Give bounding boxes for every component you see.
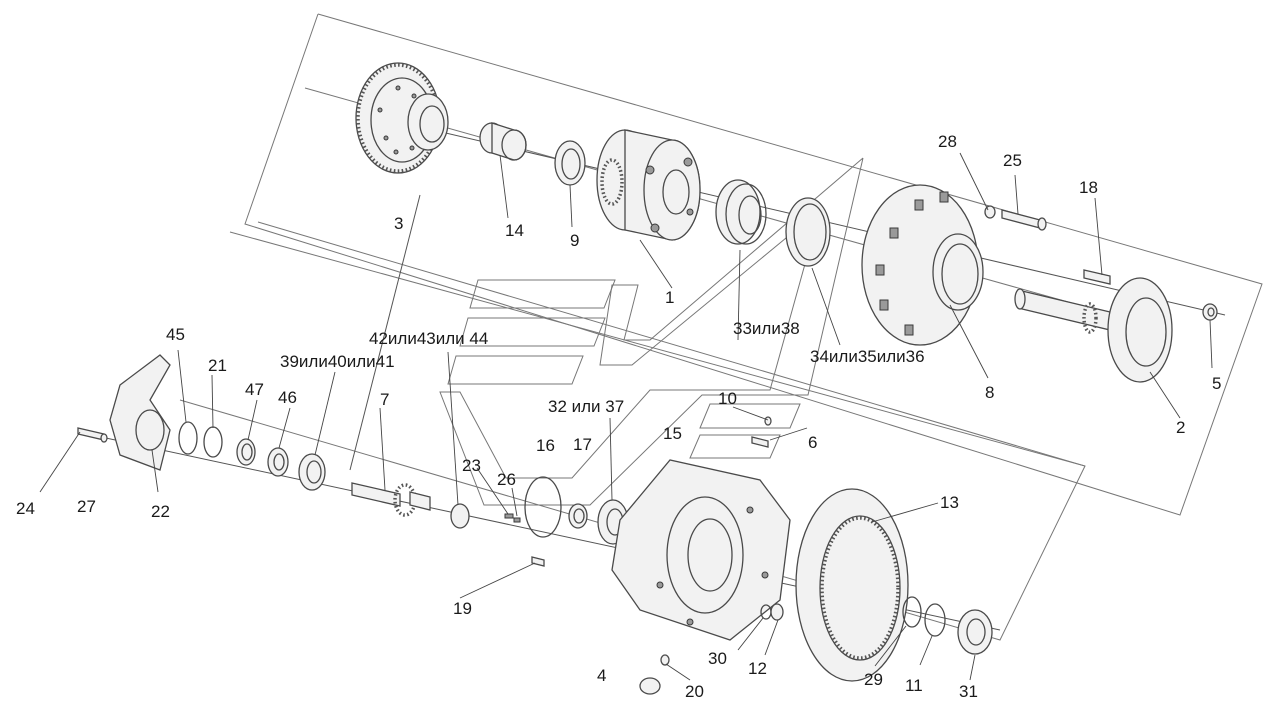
part-17-ring xyxy=(568,503,588,529)
callout-13: 13 xyxy=(940,493,959,512)
part-29-ring xyxy=(902,596,922,628)
callout-4: 4 xyxy=(597,666,606,685)
part-42-44-bearing xyxy=(450,503,470,529)
part-19-pin xyxy=(531,556,545,567)
callout-24: 24 xyxy=(16,499,35,518)
part-8-hub-flange xyxy=(861,184,984,346)
part-6-bolt xyxy=(751,436,769,448)
part-11-ring xyxy=(924,603,946,637)
part-39-41-bearing xyxy=(298,453,326,491)
part-27-nut xyxy=(100,433,108,443)
part-24-bolt xyxy=(77,427,105,441)
callout-22: 22 xyxy=(151,502,170,521)
part-18-wheel-stud xyxy=(1083,269,1111,285)
callout-7: 7 xyxy=(380,390,389,409)
callout-19: 19 xyxy=(453,599,472,618)
callout-16: 16 xyxy=(536,436,555,455)
part-46-seal xyxy=(267,447,289,477)
callout-1: 1 xyxy=(665,288,674,307)
part-26-dowel xyxy=(513,517,521,523)
callout-2: 2 xyxy=(1176,418,1185,437)
callout-3: 3 xyxy=(394,214,403,233)
callout-30: 30 xyxy=(708,649,727,668)
callout-34-35-36: 34или35или36 xyxy=(810,347,925,366)
part-33-38-bearing xyxy=(715,179,767,245)
callout-12: 12 xyxy=(748,659,767,678)
callout-46: 46 xyxy=(278,388,297,407)
callout-21: 21 xyxy=(208,356,227,375)
callout-45: 45 xyxy=(166,325,185,344)
callout-14: 14 xyxy=(505,221,524,240)
callout-17: 17 xyxy=(573,435,592,454)
part-47-seal xyxy=(236,438,256,466)
callout-33-38: 33или38 xyxy=(733,319,800,338)
part-2-axle-shaft xyxy=(1014,277,1173,383)
callout-10: 10 xyxy=(718,389,737,408)
callout-labels: 1 2 3 4 5 6 7 8 9 10 11 12 13 14 15 16 1… xyxy=(16,132,1221,701)
callout-29: 29 xyxy=(864,670,883,689)
part-7-pinion-shaft xyxy=(351,482,431,517)
part-15-housing xyxy=(611,459,791,641)
callout-39-40-41: 39или40или41 xyxy=(280,352,395,371)
part-13-ring-gear xyxy=(795,488,909,682)
callout-47: 47 xyxy=(245,380,264,399)
callout-27: 27 xyxy=(77,497,96,516)
part-34-36-ring xyxy=(785,197,831,267)
callout-25: 25 xyxy=(1003,151,1022,170)
part-14-sleeve xyxy=(479,122,527,161)
part-1-planet-carrier xyxy=(596,129,701,241)
callout-15: 15 xyxy=(663,424,682,443)
part-16-gasket xyxy=(524,476,562,538)
part-20-plug xyxy=(660,654,670,666)
part-31-bearing xyxy=(957,609,993,655)
part-5-nut xyxy=(1202,303,1218,321)
callout-32-37: 32 или 37 xyxy=(548,397,624,416)
leader-lines xyxy=(39,152,1213,681)
callout-5: 5 xyxy=(1212,374,1221,393)
callout-20: 20 xyxy=(685,682,704,701)
callout-6: 6 xyxy=(808,433,817,452)
callout-8: 8 xyxy=(985,383,994,402)
part-23-pin xyxy=(504,513,514,519)
part-25-bolt xyxy=(1001,209,1047,231)
callout-28: 28 xyxy=(938,132,957,151)
part-3-large-gear xyxy=(355,62,449,174)
part-10-plug xyxy=(764,416,772,426)
part-12-plug xyxy=(770,603,784,621)
callout-31: 31 xyxy=(959,682,978,701)
part-45-ring xyxy=(178,421,198,455)
callout-42-43-44: 42или43или 44 xyxy=(369,329,488,348)
callout-11: 11 xyxy=(905,676,923,695)
part-9-seal-ring xyxy=(554,140,586,186)
callout-26: 26 xyxy=(497,470,516,489)
part-4-drain-plug xyxy=(639,677,661,695)
part-22-steering-arm xyxy=(109,354,171,471)
part-21-ring xyxy=(203,426,223,458)
callout-18: 18 xyxy=(1079,178,1098,197)
direction-chevrons xyxy=(439,157,864,506)
callout-9: 9 xyxy=(570,231,579,250)
callout-23: 23 xyxy=(462,456,481,475)
